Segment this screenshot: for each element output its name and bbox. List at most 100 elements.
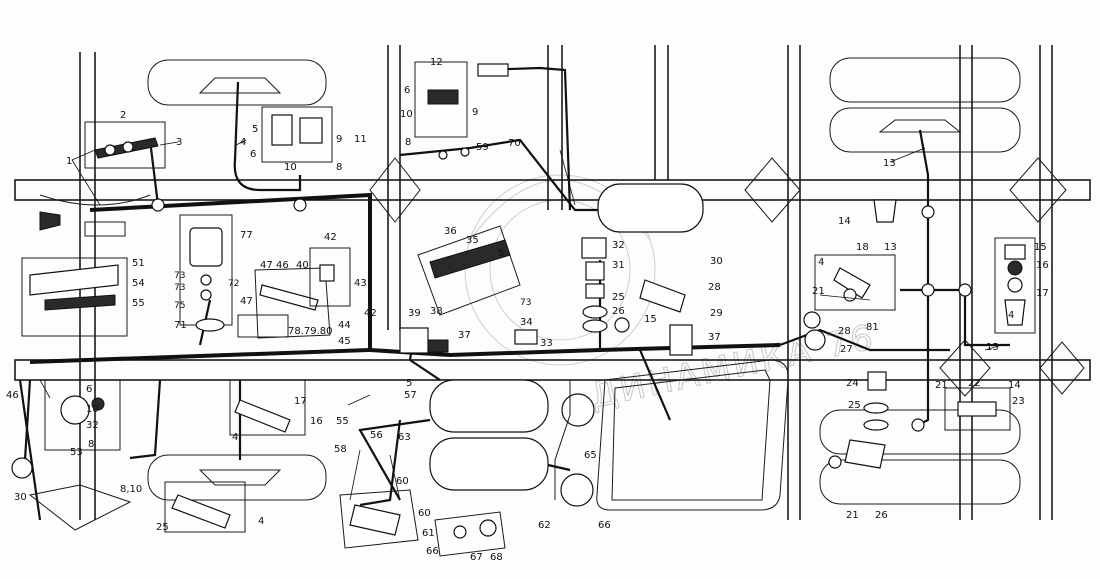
label-63: 63 bbox=[398, 432, 411, 443]
label-42: 42 bbox=[364, 308, 377, 319]
label-10: 10 bbox=[284, 162, 297, 173]
label-36: 36 bbox=[444, 226, 457, 237]
label-21: 21 bbox=[812, 286, 825, 297]
label-37: 37 bbox=[458, 330, 471, 341]
label-6: 6 bbox=[86, 384, 92, 395]
label-60: 60 bbox=[418, 508, 431, 519]
label-4: 4 bbox=[818, 257, 824, 268]
leader-lines bbox=[39, 139, 1003, 501]
label-61: 61 bbox=[422, 528, 435, 539]
label-5: 5 bbox=[498, 248, 504, 259]
label-71: 72 bbox=[228, 279, 239, 289]
label-60: 60 bbox=[396, 476, 409, 487]
label-23: 23 bbox=[1012, 396, 1025, 407]
components bbox=[11, 61, 1036, 557]
label-25: 25 bbox=[848, 400, 861, 411]
label-4: 4 bbox=[258, 516, 264, 527]
label-73: 73 bbox=[174, 283, 185, 293]
label-75: 77 bbox=[240, 230, 253, 241]
label-16: 16 bbox=[310, 416, 323, 427]
label-26: 26 bbox=[875, 510, 888, 521]
label-65: 65 bbox=[584, 450, 597, 461]
label-47: 47 bbox=[260, 260, 273, 271]
label-29: 29 bbox=[710, 308, 723, 319]
label-72: 73 bbox=[174, 271, 185, 281]
label-58: 58 bbox=[334, 444, 347, 455]
label-10: 10 bbox=[400, 109, 413, 120]
label-18: 18 bbox=[856, 242, 869, 253]
label-57: 57 bbox=[404, 390, 417, 401]
label-21: 21 bbox=[935, 380, 948, 391]
label-25: 25 bbox=[612, 292, 625, 303]
label-26: 26 bbox=[612, 306, 625, 317]
label-4: 4 bbox=[240, 137, 246, 148]
label-15: 15 bbox=[1034, 242, 1047, 253]
label-34: 34 bbox=[520, 317, 533, 328]
label-31: 31 bbox=[612, 260, 625, 271]
label-12: 12 bbox=[430, 57, 443, 68]
label-17: 17 bbox=[294, 396, 307, 407]
label-28: 28 bbox=[708, 282, 721, 293]
label-15: 15 bbox=[986, 342, 999, 353]
label-25: 25 bbox=[156, 522, 169, 533]
label-13: 13 bbox=[884, 242, 897, 253]
label-21: 21 bbox=[846, 510, 859, 521]
label-55: 55 bbox=[132, 298, 145, 309]
label-38: 38 bbox=[430, 306, 443, 317]
label-1: 1 bbox=[66, 156, 72, 167]
label-8: 8 bbox=[336, 162, 342, 173]
label-2: 2 bbox=[120, 110, 126, 121]
label-68: 68 bbox=[490, 552, 503, 563]
label-47: 47 bbox=[240, 296, 253, 307]
label-55: 55 bbox=[336, 416, 349, 427]
label-9: 9 bbox=[472, 107, 478, 118]
label-14: 14 bbox=[1008, 380, 1021, 391]
label-32: 32 bbox=[86, 420, 99, 431]
label-4: 4 bbox=[1008, 310, 1014, 321]
label-24: 24 bbox=[846, 378, 859, 389]
label-66: 66 bbox=[598, 520, 611, 531]
label-13: 13 bbox=[883, 158, 896, 169]
label-43: 43 bbox=[354, 278, 367, 289]
label-45: 45 bbox=[338, 336, 351, 347]
label-32: 32 bbox=[612, 240, 625, 251]
label-6: 6 bbox=[250, 149, 256, 160]
label-9: 9 bbox=[336, 134, 342, 145]
label-35: 35 bbox=[466, 235, 479, 246]
label-51: 51 bbox=[132, 258, 145, 269]
label-8: 8 bbox=[405, 137, 411, 148]
label-22: 22 bbox=[968, 378, 981, 389]
label-81: 8,10 bbox=[120, 484, 142, 495]
label-70: 71 bbox=[174, 320, 187, 331]
label-30: 30 bbox=[710, 256, 723, 267]
part-labels: 1 2 3 4 4 4 4 4 5 5 5 6 6 6 8 8 8 9 9 10… bbox=[6, 57, 1049, 563]
label-16: 16 bbox=[1036, 260, 1049, 271]
label-53: 53 bbox=[70, 447, 83, 458]
label-11: 11 bbox=[354, 134, 367, 145]
label-44: 44 bbox=[338, 320, 351, 331]
label-56: 56 bbox=[370, 430, 383, 441]
label-33: 33 bbox=[540, 338, 553, 349]
label-10: 10 bbox=[86, 404, 99, 415]
label-8-10: 73 bbox=[520, 298, 531, 308]
label-59: 59 bbox=[476, 142, 489, 153]
label-6: 6 bbox=[404, 85, 410, 96]
label-68: 70 bbox=[508, 138, 521, 149]
label-28: 28 bbox=[838, 326, 851, 337]
label-54: 54 bbox=[132, 278, 145, 289]
label-67: 67 bbox=[470, 552, 483, 563]
label-42: 42 bbox=[324, 232, 337, 243]
air-tanks bbox=[429, 183, 704, 507]
label-14: 14 bbox=[838, 216, 851, 227]
label-5: 5 bbox=[406, 378, 412, 389]
label-8: 8 bbox=[88, 439, 94, 450]
label-78-79-80: 81 bbox=[866, 322, 879, 333]
label-77: 78.79.80 bbox=[288, 326, 333, 337]
label-30: 30 bbox=[14, 492, 27, 503]
label-27: 27 bbox=[840, 344, 853, 355]
label-5: 5 bbox=[252, 124, 258, 135]
label-40: 40 bbox=[296, 260, 309, 271]
label-74: 75 bbox=[174, 301, 185, 311]
